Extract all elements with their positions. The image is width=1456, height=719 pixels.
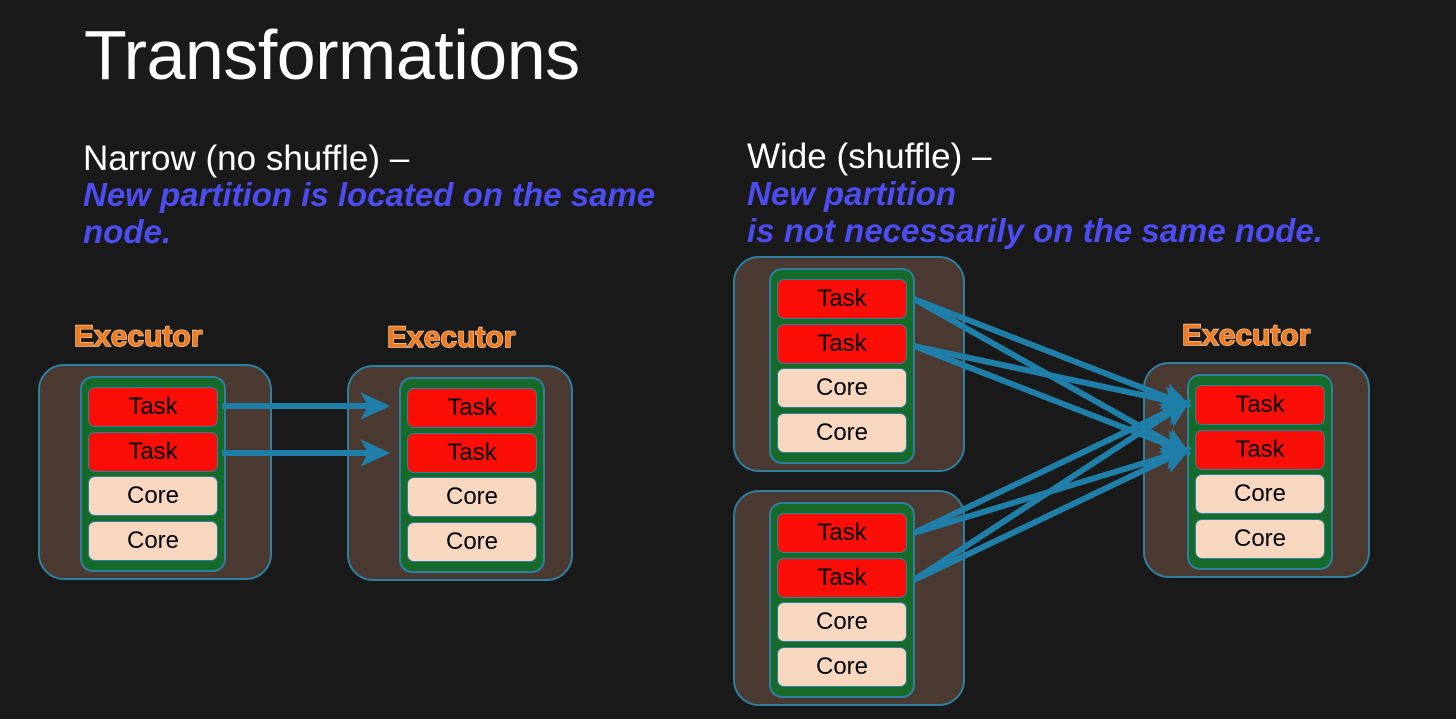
- wide-section-subtitle: New partition is not necessarily on the …: [747, 175, 1323, 249]
- slot-core[interactable]: Core: [777, 602, 907, 643]
- slot-task[interactable]: Task: [407, 432, 537, 473]
- executor-label-narrow-target: Executor: [386, 320, 516, 354]
- slot-task[interactable]: Task: [777, 513, 907, 553]
- slot-task[interactable]: Task: [407, 388, 537, 428]
- slot-task[interactable]: Task: [1195, 429, 1325, 470]
- executor-label-narrow-source: Executor: [73, 319, 203, 353]
- slot-task[interactable]: Task: [88, 431, 218, 472]
- slot-task[interactable]: Task: [777, 323, 907, 364]
- narrow-section-subtitle: New partition is located on the same nod…: [83, 176, 656, 250]
- slot-core[interactable]: Core: [777, 368, 907, 409]
- slot-task[interactable]: Task: [1195, 385, 1325, 425]
- slot-core[interactable]: Core: [407, 477, 537, 518]
- slot-task[interactable]: Task: [88, 387, 218, 427]
- slot-task[interactable]: Task: [777, 279, 907, 319]
- executor-wide-target[interactable]: Task Task Core Core: [1143, 362, 1370, 578]
- executor-narrow-target[interactable]: Task Task Core Core: [347, 365, 573, 581]
- slot-core[interactable]: Core: [1195, 474, 1325, 515]
- slot-core[interactable]: Core: [88, 520, 218, 561]
- executor-label-wide-target: Executor: [1181, 318, 1311, 352]
- slot-core[interactable]: Core: [88, 476, 218, 517]
- executor-slot-stack: Task Task Core Core: [399, 377, 545, 573]
- executor-slot-stack: Task Task Core Core: [769, 502, 915, 698]
- executor-slot-stack: Task Task Core Core: [80, 376, 226, 572]
- slot-core[interactable]: Core: [777, 412, 907, 453]
- narrow-section-heading: Narrow (no shuffle) –: [83, 139, 410, 178]
- slot-core[interactable]: Core: [407, 521, 537, 562]
- executor-wide-source-bottom[interactable]: Task Task Core Core: [733, 490, 965, 706]
- executor-narrow-source[interactable]: Task Task Core Core: [38, 364, 272, 580]
- wide-section-heading: Wide (shuffle) –: [747, 137, 992, 176]
- executor-wide-source-top[interactable]: Task Task Core Core: [733, 256, 965, 472]
- page-title: Transformations: [84, 16, 580, 94]
- slot-task[interactable]: Task: [777, 557, 907, 598]
- executor-slot-stack: Task Task Core Core: [769, 268, 915, 464]
- slot-core[interactable]: Core: [1195, 518, 1325, 559]
- slot-core[interactable]: Core: [777, 646, 907, 687]
- executor-slot-stack: Task Task Core Core: [1187, 374, 1333, 570]
